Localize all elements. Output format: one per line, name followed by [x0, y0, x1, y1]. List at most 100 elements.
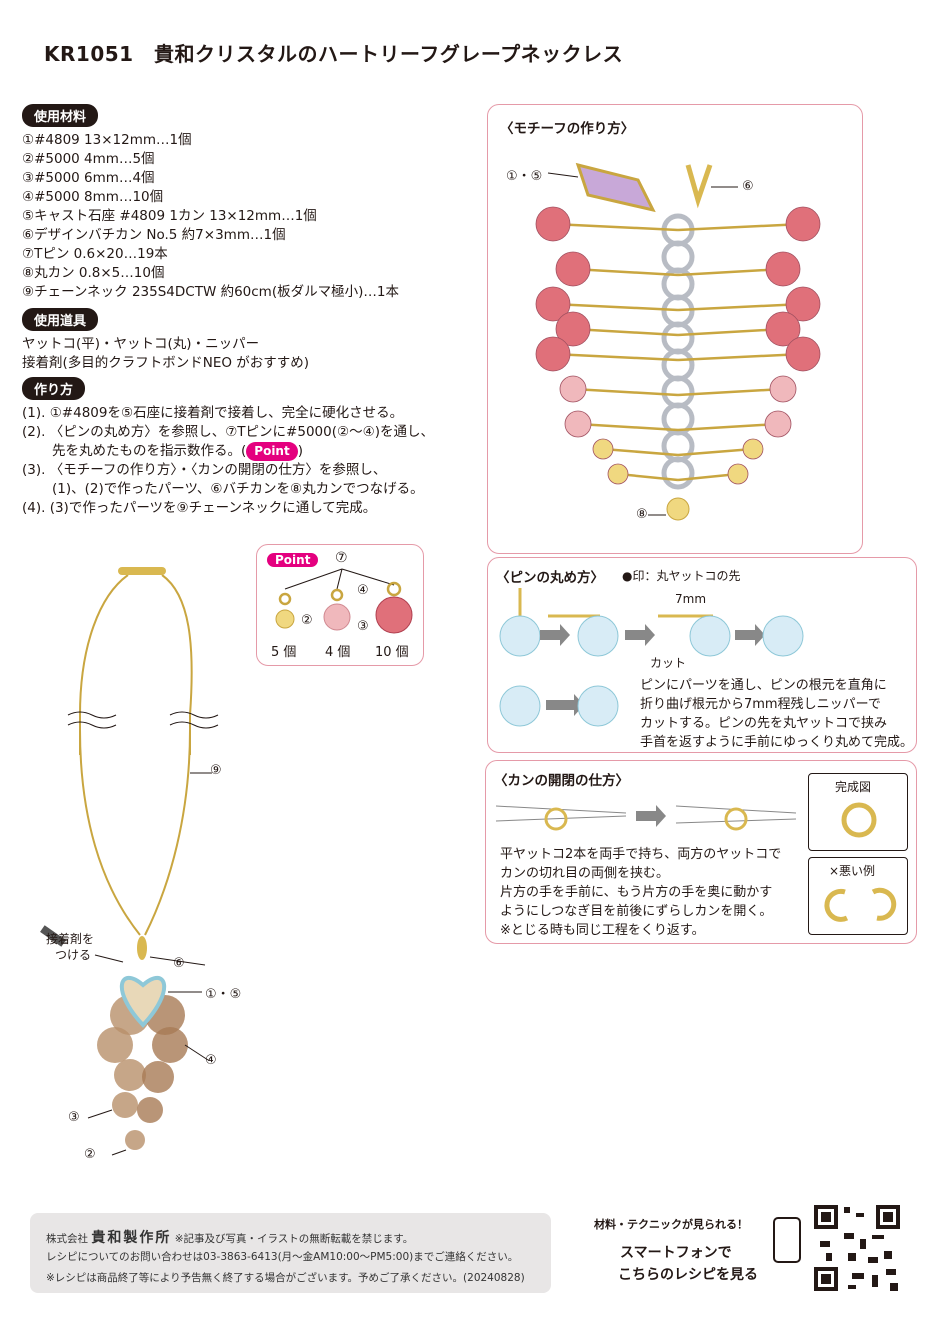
steps-heading: 作り方: [22, 377, 86, 400]
necklace-label-chain: ⑨: [210, 763, 222, 778]
materials-section: 使用材料 ①#4809 13×12mm…1個 ②#5000 4mm…5個 ③#5…: [22, 104, 399, 302]
motif-diagram: [535, 162, 821, 521]
tpin: [552, 302, 679, 312]
tool-item: 接着剤(多目的クラフトボンドNEO がおすすめ): [22, 355, 310, 371]
ring-diagram: [495, 805, 797, 831]
motif-box: 〈モチーフの作り方〉 ①・⑤ ⑥ ⑧: [487, 104, 863, 554]
ring-desc: 平ヤットコ2本を両手で持ち、両方のヤットコでカンの切れ目の両側を挟む。片方の手を…: [500, 847, 782, 938]
bead: [535, 286, 571, 322]
tool-item: ヤットコ(平)・ヤットコ(丸)・ニッパー: [22, 336, 260, 352]
tpin: [677, 222, 804, 232]
tpin: [677, 267, 784, 277]
point-badge: Point: [246, 442, 298, 461]
step-3: (3). 〈モチーフの作り方〉・〈カンの開閉の仕方〉を参照し、: [22, 462, 387, 478]
tpin: [677, 447, 754, 457]
tpin: [572, 327, 679, 337]
bead: [592, 438, 614, 460]
bead: [727, 463, 749, 485]
bead: [765, 251, 801, 287]
material-item: ⑧丸カン 0.8×5…10個: [22, 265, 165, 281]
bead: [785, 336, 821, 372]
jump-ring: [661, 240, 695, 274]
jump-ring: [661, 348, 695, 382]
material-item: ④#5000 8mm…10個: [22, 189, 164, 205]
point-label-3: ③: [357, 619, 369, 634]
point-box: Point ⑦ ② ③ ④ 5 個 4 個 10 個: [256, 544, 424, 666]
bead: [555, 251, 591, 287]
footer: 株式会社 貴和製作所 ※記事及び写真・イラストの無断転載を禁じます。 レシピにつ…: [30, 1213, 551, 1293]
motif-label-15: ①・⑤: [506, 169, 543, 184]
tpin: [552, 352, 679, 362]
tpin: [677, 387, 784, 397]
point-label-4: ④: [357, 583, 369, 598]
material-item: ⑤キャスト石座 #4809 1カン 13×12mm…1個: [22, 208, 317, 224]
count-4: 10 個: [375, 645, 409, 660]
pin-title: 〈ピンの丸め方〉: [496, 570, 604, 586]
count-2: 5 個: [271, 645, 297, 660]
jump-ring: [661, 429, 695, 463]
necklace-label-heart: ①・⑤: [205, 987, 242, 1002]
glue-note-2: つける: [55, 948, 92, 962]
motif-title: 〈モチーフの作り方〉: [500, 121, 635, 137]
bead: [742, 438, 764, 460]
bead: [535, 336, 571, 372]
company-prefix: 株式会社: [46, 1233, 88, 1245]
step-1: (1). ①#4809を⑤石座に接着剤で接着し、完全に硬化させる。: [22, 405, 404, 421]
footer-note: ※レシピは商品終了等により予告無く終了する場合がございます。予めご了承ください。…: [46, 1272, 525, 1284]
motif-label-6: ⑥: [742, 179, 754, 194]
jump-ring: [661, 321, 695, 355]
step-4: (4). (3)で作ったパーツを⑨チェーンネックに通して完成。: [22, 500, 377, 516]
pin-measure: 7mm: [675, 592, 707, 606]
necklace-label-4mm: ②: [84, 1147, 96, 1162]
pin-desc: ピンにパーツを通し、ピンの根元を直角に折り曲げ根元から7mm程残しニッパーでカッ…: [640, 678, 914, 750]
tpin: [577, 422, 679, 432]
tpin-label: ⑦: [335, 550, 348, 566]
smartphone-line1: スマートフォンで: [620, 1245, 732, 1261]
material-item: ①#4809 13×12mm…1個: [22, 132, 192, 148]
ring-box: 〈カンの開閉の仕方〉 完成図 ×悪い例 平ヤットコ2本を両手で持ち、両方のヤット…: [485, 760, 917, 944]
necklace-illustration: [40, 567, 219, 1156]
necklace-label-bail: ⑥: [173, 956, 185, 971]
done-label: 完成図: [835, 780, 872, 794]
glue-note-1: 接着剤を: [46, 932, 95, 946]
company-name: 貴和製作所: [91, 1230, 172, 1246]
tpin: [677, 327, 784, 337]
done-ring: [841, 802, 877, 838]
bead: [559, 375, 587, 403]
bead: [535, 206, 571, 242]
material-item: ⑥デザインバチカン No.5 約7×3mm…1個: [22, 227, 286, 243]
step-3-cont: (1)、(2)で作ったパーツ、⑥バチカンを⑧丸カンでつなげる。: [52, 481, 424, 497]
materials-heading: 使用材料: [22, 104, 99, 127]
bead: [607, 463, 629, 485]
page-title: KR1051 貴和クリスタルのハートリーフグレープネックレス: [44, 42, 624, 66]
pin-box: 〈ピンの丸め方〉 ●印：丸ヤットコの先 7mm カット ピンにパーツを通し、ピン…: [487, 557, 917, 753]
smartphone-icon: [773, 1217, 801, 1263]
tpin: [677, 302, 804, 312]
material-item: ⑨チェーンネック 235S4DCTW 約60cm(板ダルマ極小)…1本: [22, 284, 399, 300]
tpin: [602, 447, 679, 457]
smartphone-line2: こちらのレシピを見る: [618, 1267, 758, 1283]
bad-figure: ×悪い例: [808, 857, 908, 935]
necklace-label-8mm: ④: [205, 1053, 217, 1068]
material-item: ②#5000 4mm…5個: [22, 151, 155, 167]
bead: [765, 311, 801, 347]
material-item: ⑦Tピン 0.6×20…19本: [22, 246, 168, 262]
tpin: [572, 387, 679, 397]
bead: [555, 311, 591, 347]
steps-section: 作り方 (1). ①#4809を⑤石座に接着剤で接着し、完全に硬化させる。 (2…: [22, 377, 462, 518]
footer-notice: ※記事及び写真・イラストの無断転載を禁じます。: [174, 1233, 414, 1245]
bead: [785, 286, 821, 322]
bead: [785, 206, 821, 242]
bad-label: ×悪い例: [829, 864, 876, 878]
point-diagram: [275, 568, 413, 634]
step-2-cont: 先を丸めたものを指示数作る。(Point): [52, 442, 303, 461]
pin-diagram: [499, 588, 804, 727]
smartphone-small: 材料・テクニックが見られる！: [594, 1218, 748, 1231]
point-label-2: ②: [301, 613, 313, 628]
tpin: [677, 352, 804, 362]
step-2: (2). 〈ピンの丸め方〉を参照し、⑦Tピンに#5000(②〜④)を通し、: [22, 424, 434, 440]
jump-ring: [661, 375, 695, 409]
qr-code-icon[interactable]: [812, 1203, 902, 1293]
bead: [564, 410, 592, 438]
footer-contact: レシピについてのお問い合わせは03-3863-6413(月〜金AM10:00〜P…: [46, 1251, 519, 1263]
